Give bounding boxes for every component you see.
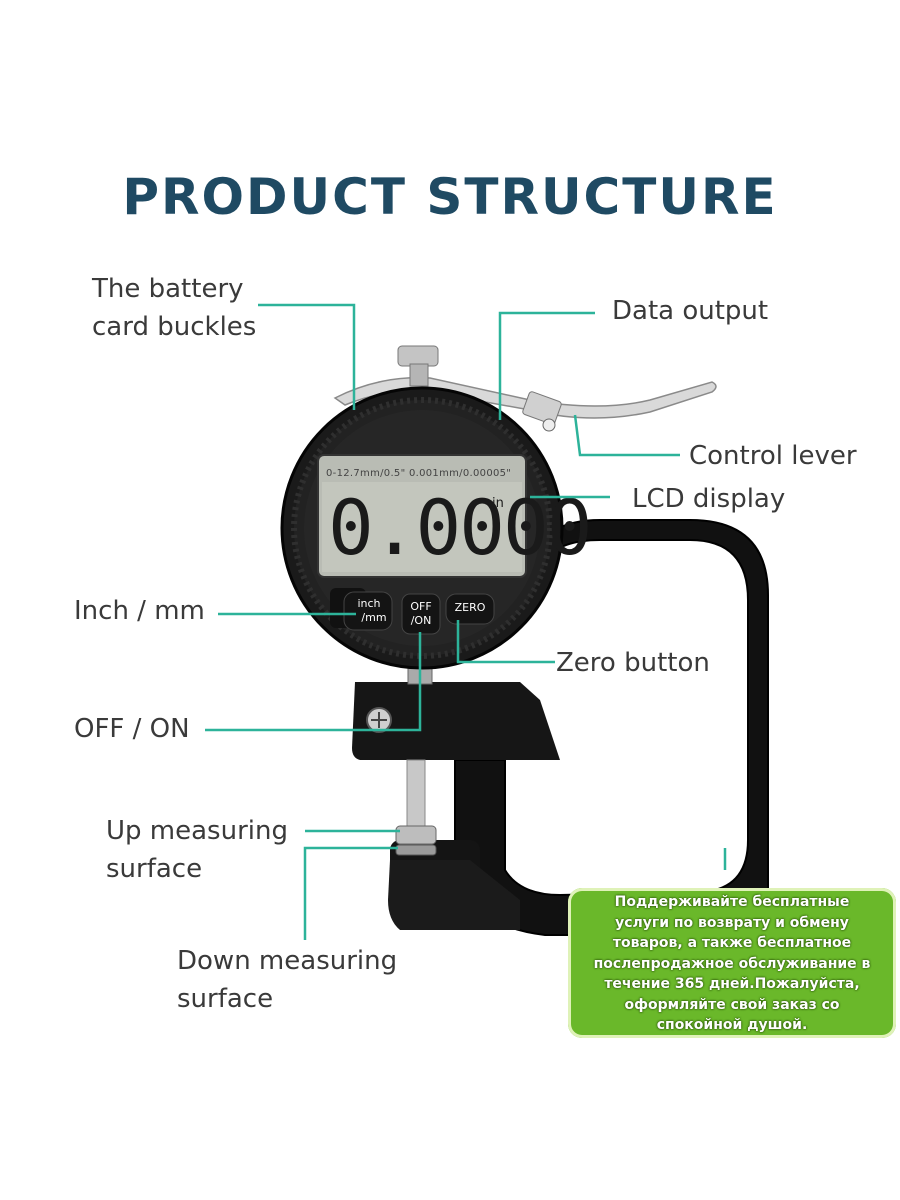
- leader-zero-button: [456, 620, 555, 664]
- lcd-range-text: 0-12.7mm/0.5" 0.001mm/0.00005": [326, 468, 512, 479]
- promo-line: товаров, а также бесплатное: [612, 935, 852, 951]
- label-down-surface: Down measuring surface: [177, 942, 397, 1018]
- label-data-output: Data output: [612, 296, 769, 326]
- inch-mm-button-shape: [343, 591, 393, 631]
- promo-text: Поддерживайте бесплатные услуги по возвр…: [574, 892, 890, 1036]
- label-inch-mm: Inch / mm: [74, 596, 205, 626]
- label-battery: The battery card buckles: [92, 270, 256, 346]
- off-on-button-line1: OFF: [410, 600, 432, 613]
- label-up-surface-line1: Up measuring: [106, 816, 288, 846]
- leader-control-lever: [573, 414, 680, 457]
- lcd-reading: 0.0000: [328, 483, 593, 572]
- zero-button-text: ZERO: [454, 601, 486, 614]
- leader-data-output: [498, 311, 595, 420]
- off-on-button-line2: /ON: [410, 614, 432, 627]
- label-battery-line2: card buckles: [92, 312, 257, 342]
- frame-screw: [366, 707, 392, 733]
- inch-mm-button-line2: /mm: [361, 611, 387, 624]
- zero-button[interactable]: ZERO: [446, 601, 494, 615]
- label-up-surface-line2: surface: [106, 854, 203, 884]
- inch-mm-button[interactable]: inch /mm: [346, 597, 392, 625]
- promo-sticker: [568, 888, 896, 1038]
- gauge-body-lower: [352, 682, 560, 760]
- down-measuring-anvil: [395, 844, 437, 856]
- promo-line: спокойной душой.: [656, 1017, 808, 1033]
- label-off-on: OFF / ON: [74, 714, 190, 744]
- up-measuring-anvil: [395, 825, 437, 845]
- promo-line: Поддерживайте бесплатные: [614, 894, 850, 910]
- label-down-surface-line1: Down measuring: [177, 946, 398, 976]
- label-battery-line1: The battery: [92, 274, 244, 304]
- label-down-surface-line2: surface: [177, 984, 274, 1014]
- promo-line: услуги по возврату и обмену: [615, 914, 849, 931]
- leader-battery: [258, 303, 356, 410]
- page-title: PRODUCT STRUCTURE: [122, 168, 778, 226]
- inch-mm-button-line1: inch: [357, 597, 381, 610]
- leader-down-surface: [303, 846, 398, 940]
- lcd-unit: in: [492, 496, 504, 511]
- promo-line: течение 365 дней.Пожалуйста,: [604, 976, 860, 992]
- zero-button-shape: [445, 593, 495, 625]
- label-lcd-display: LCD display: [632, 484, 786, 514]
- label-up-surface: Up measuring surface: [106, 812, 288, 888]
- promo-line: послепродажное обслуживание в: [593, 955, 871, 972]
- label-control-lever: Control lever: [689, 441, 857, 471]
- off-on-button[interactable]: OFF /ON: [402, 600, 440, 628]
- label-zero-button: Zero button: [556, 648, 710, 678]
- promo-line: оформляйте свой заказ со: [624, 996, 840, 1013]
- leader-off-on: [205, 632, 422, 732]
